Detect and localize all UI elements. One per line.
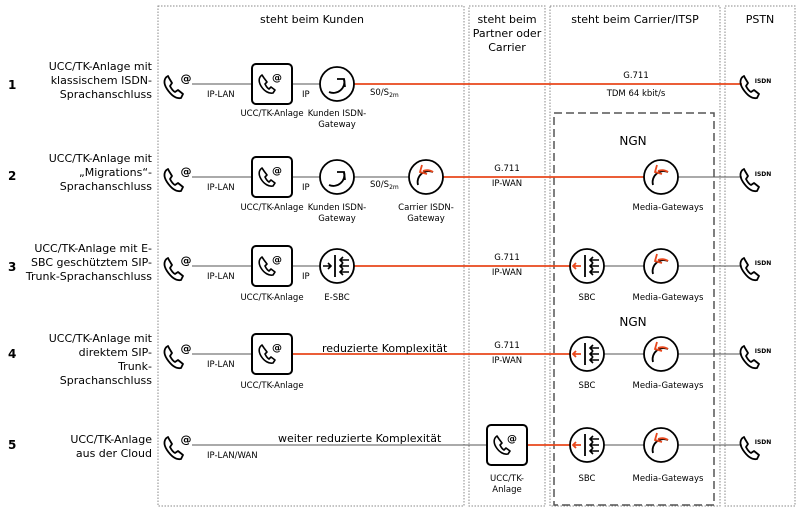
svg-text:SBC: SBC [578,293,595,303]
row-number-4: 4 [8,347,16,361]
row-number-3: 3 [8,260,16,274]
svg-text:UCC/TK-: UCC/TK- [490,474,524,484]
tdm-label: TDM 64 kbit/s [606,89,666,99]
svg-text:Gateway: Gateway [407,214,445,224]
ngn-label-top: NGN [619,134,646,148]
svg-text:S0/S2m: S0/S2m [370,180,399,191]
carrier-isdn-gateway-icon [408,159,444,195]
customer-gateway-label-1: Kunden ISDN- [308,109,367,119]
partner-column-header-line-2: Partner oder [473,27,542,40]
row-number-5: 5 [8,438,16,452]
phone-at-icon [163,71,193,100]
row-2-diagram: IP-LAN UCC/TK-Anlage IP Kunden ISDN- Gat… [163,156,773,224]
svg-text:UCC/TK-Anlage mit: UCC/TK-Anlage mit [49,60,153,73]
isdn-phone-icon [739,75,773,100]
customer-isdn-gateway-icon [319,66,355,102]
customer-column-header: steht beim Kunden [260,13,364,26]
svg-text:direktem SIP-: direktem SIP- [79,346,152,359]
svg-text:SBC: SBC [578,381,595,391]
partner-column-header-line-1: steht beim [477,13,536,26]
row-2-description: UCC/TK-Anlage mit „Migrations“- Sprachan… [49,152,153,193]
svg-text:Media-Gateways: Media-Gateways [633,474,704,484]
row-3-diagram: IP-LAN UCC/TK-Anlage IP E-SBC G.711 IP-W… [163,245,773,303]
svg-text:Media-Gateways: Media-Gateways [633,381,704,391]
reduced-complexity-label: reduzierte Komplexität [322,342,448,355]
sbc-icon [569,248,605,284]
row-5-description: UCC/TK-Anlage aus der Cloud [70,433,152,460]
svg-text:IP-LAN: IP-LAN [207,272,235,282]
svg-text:Sprachanschluss: Sprachanschluss [60,374,152,387]
svg-text:IP-WAN: IP-WAN [492,179,522,189]
svg-text:UCC/TK-Anlage mit E-: UCC/TK-Anlage mit E- [34,242,152,255]
row-4-diagram: IP-LAN UCC/TK-Anlage reduzierte Komplexi… [163,333,773,391]
row-number-1: 1 [8,78,16,92]
pbx-label: UCC/TK-Anlage [240,109,303,119]
svg-text:Anlage: Anlage [492,485,521,495]
svg-text:IP: IP [302,272,310,282]
svg-text:UCC/TK-Anlage: UCC/TK-Anlage [70,433,152,446]
further-reduced-complexity-label: weiter reduzierte Komplexität [278,432,442,445]
row-number-2: 2 [8,169,16,183]
media-gateway-icon [643,159,679,195]
ngn-label-bottom: NGN [619,315,646,329]
svg-text:IP-LAN: IP-LAN [207,183,235,193]
pbx-icon [251,63,293,105]
svg-text:UCC/TK-Anlage: UCC/TK-Anlage [240,293,303,303]
svg-text:Media-Gateways: Media-Gateways [633,293,704,303]
svg-text:Gateway: Gateway [318,214,356,224]
svg-text:UCC/TK-Anlage: UCC/TK-Anlage [240,381,303,391]
pstn-column-header: PSTN [746,13,775,26]
s0-label: S0/S2m [370,88,399,99]
svg-text:IP-LAN/WAN: IP-LAN/WAN [207,451,258,461]
row-4-description: UCC/TK-Anlage mit direktem SIP- Trunk- S… [49,332,153,387]
svg-text:Kunden ISDN-: Kunden ISDN- [308,203,367,213]
svg-text:SBC geschütztem SIP-: SBC geschütztem SIP- [31,256,152,269]
svg-text:Media-Gateways: Media-Gateways [633,203,704,213]
row-3-description: UCC/TK-Anlage mit E- SBC geschütztem SIP… [25,242,152,283]
svg-text:aus der Cloud: aus der Cloud [76,447,152,460]
svg-text:UCC/TK-Anlage mit: UCC/TK-Anlage mit [49,152,153,165]
svg-text:UCC/TK-Anlage: UCC/TK-Anlage [240,203,303,213]
svg-text:Sprachanschluss: Sprachanschluss [60,88,152,101]
svg-text:IP-LAN: IP-LAN [207,360,235,370]
g711-label: G.711 [623,71,649,81]
svg-text:UCC/TK-Anlage mit: UCC/TK-Anlage mit [49,332,153,345]
svg-text:„Migrations“-: „Migrations“- [79,166,152,179]
esbc-icon [319,248,355,284]
svg-text:IP: IP [302,183,310,193]
svg-text:Carrier ISDN-: Carrier ISDN- [398,203,454,213]
svg-text:SBC: SBC [578,474,595,484]
ip-lan-label: IP-LAN [207,90,235,100]
row-5-diagram: IP-LAN/WAN weiter reduzierte Komplexität… [163,424,773,495]
svg-text:IP-WAN: IP-WAN [492,268,522,278]
svg-text:G.711: G.711 [494,164,520,174]
ip-label: IP [302,90,310,100]
carrier-column-frame [549,5,721,507]
svg-text:G.711: G.711 [494,253,520,263]
svg-text:E-SBC: E-SBC [324,293,350,303]
ngn-region-frame [553,112,715,506]
svg-text:Trunk-Sprachanschluss: Trunk-Sprachanschluss [25,270,152,283]
customer-column-frame [157,5,465,507]
customer-gateway-label-2: Gateway [318,120,356,130]
partner-column-header-line-3: Carrier [488,41,526,54]
svg-text:klassischem ISDN-: klassischem ISDN- [51,74,152,87]
row-1-description: UCC/TK-Anlage mit klassischem ISDN- Spra… [49,60,153,101]
svg-text:G.711: G.711 [494,341,520,351]
svg-text:IP-WAN: IP-WAN [492,356,522,366]
svg-text:Trunk-: Trunk- [117,360,152,373]
partner-pbx-icon [486,424,528,466]
svg-text:Sprachanschluss: Sprachanschluss [60,180,152,193]
carrier-column-header: steht beim Carrier/ITSP [571,13,699,26]
row-1-diagram: IP-LAN UCC/TK-Anlage IP Kunden ISDN- Gat… [163,63,773,130]
